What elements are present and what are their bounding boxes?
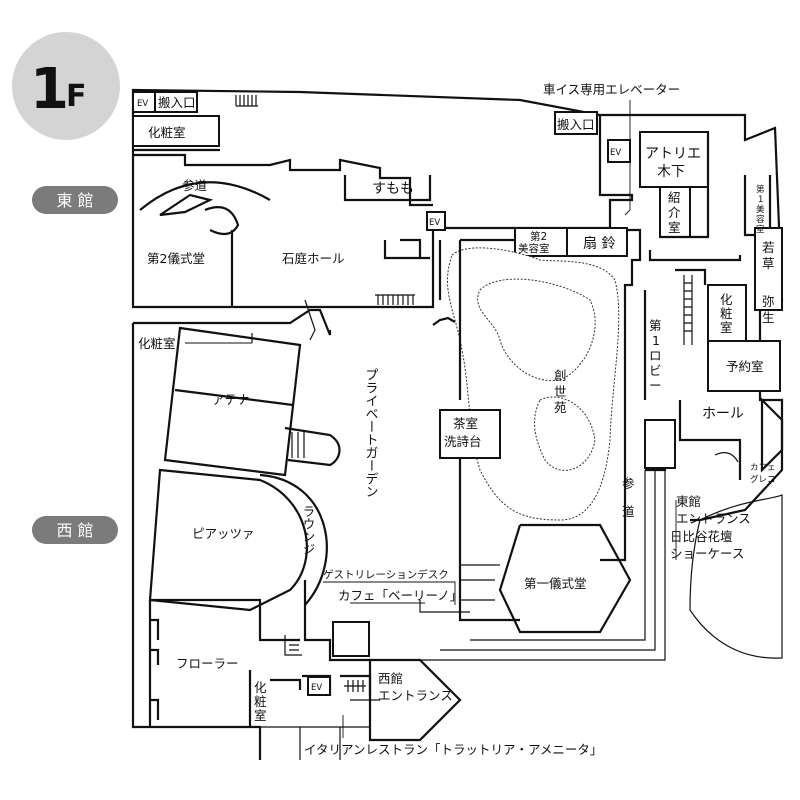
floor-suffix: F <box>66 79 87 114</box>
keshou-top <box>132 115 220 147</box>
label-wheelchair-ev: 車イス専用エレベーター <box>543 82 680 97</box>
chashitsu-room <box>439 409 501 459</box>
label-east-entrance-2: エントランス <box>676 511 751 526</box>
label-souseien-3: 苑 <box>554 400 567 415</box>
label-dai1-biyou-3: 美 <box>756 204 765 215</box>
label-ev-top: EV <box>137 99 148 109</box>
label-cafe-greco-1: カフェ <box>750 463 776 473</box>
senrei-room <box>566 227 628 257</box>
label-shokai-3: 室 <box>668 220 681 235</box>
label-piazza: ピアッツァ <box>192 526 255 541</box>
west-building-outline <box>131 299 462 760</box>
label-private-garden: プライベートガーデン <box>363 368 379 498</box>
keshou-right-room <box>707 284 747 342</box>
label-athena: アテナ <box>212 392 250 407</box>
label-lobby-3: ロ <box>649 348 662 363</box>
right-building-outline <box>600 113 784 522</box>
shokai-room <box>659 186 691 238</box>
label-flora: フローラー <box>176 656 239 671</box>
label-west-entrance-2: エントランス <box>378 688 453 703</box>
east-building-tag: 東 館 <box>32 186 118 214</box>
label-chashitsu-2: 洗詩台 <box>444 434 482 449</box>
label-chashitsu-1: 茶室 <box>453 416 478 431</box>
label-yoyaku: 予約室 <box>726 359 764 374</box>
label-keshou-right-3: 室 <box>720 320 733 335</box>
label-italian-restaurant: イタリアンレストラン「トラットリア・アメニータ」 <box>304 742 602 757</box>
label-shokai-1: 紹 <box>668 190 681 205</box>
floor-number: 1 <box>30 57 69 122</box>
label-lobby-4: ビ <box>649 363 662 378</box>
label-dai1-biyou-5: 室 <box>756 224 765 235</box>
label-hibiya-2: ショーケース <box>670 546 744 561</box>
right-terrain <box>689 494 783 659</box>
label-shokai-2: 介 <box>668 205 681 220</box>
label-daiichi-gishikido: 第一儀式堂 <box>524 576 587 591</box>
label-keshou-west: 化粧室 <box>138 336 176 351</box>
label-sekitei-hall: 石庭ホール <box>282 251 345 266</box>
label-sando-top: 参道 <box>182 178 208 193</box>
room-labels: EV 搬入口 化粧室 参道 すもも 第2儀式堂 石庭ホール EV 車イス専用エレ… <box>137 82 776 757</box>
cafe-berino-room <box>332 621 370 657</box>
label-souseien-1: 創 <box>554 368 567 383</box>
label-west-entrance-1: 西館 <box>378 671 403 686</box>
label-ev-mid: EV <box>429 218 440 228</box>
yoyaku-room <box>707 340 781 392</box>
label-wakakusa-2: 草 <box>762 256 775 271</box>
label-sando-right-2: 道 <box>622 504 635 519</box>
label-dai2-biyou-1: 第2 <box>530 230 547 243</box>
label-senrei: 扇 鈴 <box>583 236 615 252</box>
hannyu-2 <box>554 111 598 135</box>
label-sando-right-1: 参 <box>622 476 635 491</box>
label-wakakusa-1: 若 <box>762 240 775 255</box>
label-hibiya-1: 日比谷花壇 <box>670 529 733 544</box>
central-block <box>410 227 676 661</box>
label-atelier-2: 木下 <box>657 164 685 180</box>
label-hannyu-2: 搬入口 <box>557 117 595 132</box>
label-yayoi-1: 弥 <box>762 294 775 309</box>
label-keshou-top: 化粧室 <box>148 125 186 140</box>
label-keshou-bottom-2: 粧 <box>254 694 267 709</box>
label-souseien-2: 世 <box>554 384 567 399</box>
label-dai1-biyou-4: 容 <box>756 214 765 225</box>
label-keshou-right-2: 粧 <box>720 306 733 321</box>
label-lobby-5: ー <box>649 378 662 393</box>
ev-bottom <box>307 676 331 696</box>
label-cafe-greco-2: グレコ <box>750 474 776 485</box>
hannyu-1 <box>154 91 198 113</box>
east-building-label: 東 館 <box>56 191 93 210</box>
label-ev-bottom: EV <box>311 683 322 693</box>
label-guest-relation: ゲストリレーションデスク <box>323 568 449 581</box>
label-keshou-bottom-3: 室 <box>254 708 267 723</box>
label-dai2-biyou-2: 美容室 <box>518 242 550 255</box>
label-lobby-2: 1 <box>652 333 660 348</box>
label-dai1-biyou-1: 第 <box>756 184 765 195</box>
label-east-entrance-1: 東館 <box>676 494 701 509</box>
label-hall: ホール <box>702 406 744 422</box>
west-building-tag: 西 館 <box>32 516 118 544</box>
atelier-room <box>639 131 709 188</box>
callout-lines <box>185 100 677 738</box>
label-lounge: ラウンジ <box>301 505 316 555</box>
west-building-label: 西 館 <box>56 521 93 540</box>
wakakusa-room <box>754 227 783 311</box>
lobby-stairs <box>644 419 676 469</box>
label-dai2-gishikido: 第2儀式堂 <box>147 251 205 266</box>
label-yayoi-2: 生 <box>762 310 775 325</box>
floor-badge: 1 F <box>12 32 120 140</box>
label-hannyu-1: 搬入口 <box>158 95 196 110</box>
label-atelier-1: アトリエ <box>645 146 701 162</box>
label-ev-right: EV <box>610 148 621 158</box>
label-keshou-bottom-1: 化 <box>254 680 267 695</box>
label-sumomo: すもも <box>372 181 414 197</box>
dai2-biyou-room <box>514 227 568 257</box>
label-dai1-biyou-2: 1 <box>758 195 763 205</box>
ev-mid <box>426 211 446 231</box>
label-cafe-berino: カフェ「ベーリーノ」 <box>338 588 462 603</box>
label-keshou-right-1: 化 <box>720 292 733 307</box>
east-building-outline <box>131 88 634 309</box>
label-lobby-1: 第 <box>649 318 662 333</box>
